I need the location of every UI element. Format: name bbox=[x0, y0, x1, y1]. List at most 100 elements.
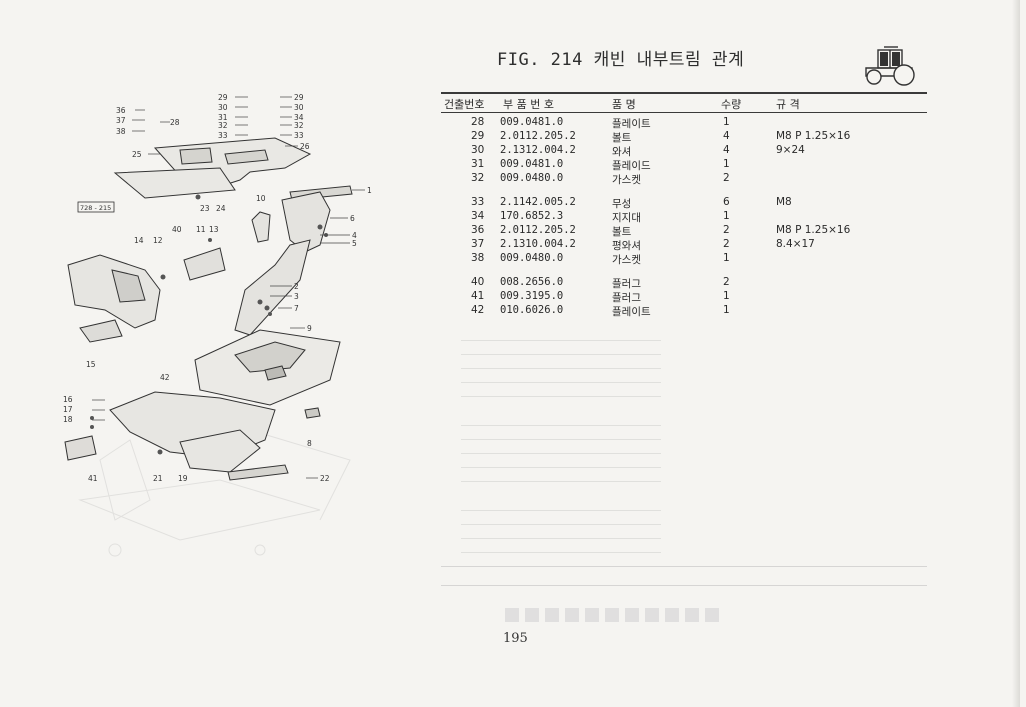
header-ref-no: 건출번호 bbox=[444, 98, 485, 111]
svg-text:11: 11 bbox=[196, 225, 206, 234]
svg-text:15: 15 bbox=[86, 360, 96, 369]
cell-part: 2.1310.004.2 bbox=[500, 238, 576, 250]
svg-text:32: 32 bbox=[294, 121, 304, 130]
cell-no: 28 bbox=[471, 116, 485, 128]
svg-text:19: 19 bbox=[178, 474, 188, 483]
cell-part: 2.0112.205.2 bbox=[500, 130, 576, 142]
cell-no: 29 bbox=[471, 130, 485, 142]
reverse-page-header-bleed bbox=[441, 566, 927, 586]
cell-name: 와셔 bbox=[612, 146, 632, 158]
diagram-ref-box: 728 - 215 bbox=[80, 204, 111, 212]
svg-text:5: 5 bbox=[352, 239, 357, 248]
tractor-icon bbox=[858, 44, 920, 88]
svg-text:21: 21 bbox=[153, 474, 163, 483]
cell-qty: 1 bbox=[723, 304, 730, 316]
table-row: 38 009.0480.0 가스켓 1 bbox=[441, 252, 927, 266]
cell-qty: 4 bbox=[723, 144, 730, 156]
svg-text:38: 38 bbox=[116, 127, 126, 136]
svg-text:29: 29 bbox=[294, 93, 304, 102]
cell-part: 010.6026.0 bbox=[500, 304, 564, 316]
svg-text:42: 42 bbox=[160, 373, 170, 382]
cell-name: 무성 bbox=[612, 198, 632, 210]
svg-text:6: 6 bbox=[350, 214, 355, 223]
reverse-page-bleed bbox=[441, 330, 927, 585]
svg-text:8: 8 bbox=[307, 439, 312, 448]
cell-qty: 1 bbox=[723, 158, 730, 170]
svg-text:26: 26 bbox=[300, 142, 310, 151]
cell-spec: M8 P 1.25×16 bbox=[776, 130, 851, 142]
svg-text:41: 41 bbox=[88, 474, 98, 483]
table-row: 30 2.1312.004.2 와셔 4 9×24 bbox=[441, 144, 927, 158]
cell-name: 볼트 bbox=[612, 132, 632, 144]
svg-text:10: 10 bbox=[256, 194, 266, 203]
svg-text:2: 2 bbox=[294, 282, 299, 291]
cell-name: 가스켓 bbox=[612, 254, 641, 266]
cell-qty: 1 bbox=[723, 252, 730, 264]
cell-qty: 1 bbox=[723, 290, 730, 302]
svg-text:23: 23 bbox=[200, 204, 210, 213]
svg-text:3: 3 bbox=[294, 292, 299, 301]
svg-text:7: 7 bbox=[294, 304, 299, 313]
cell-qty: 1 bbox=[723, 210, 730, 222]
cell-no: 37 bbox=[471, 238, 485, 250]
cell-name: 지지대 bbox=[612, 212, 641, 224]
figure-title: FIG. 214 캐빈 내부트림 관계 bbox=[497, 50, 745, 70]
cell-name: 평와셔 bbox=[612, 240, 641, 252]
cell-no: 40 bbox=[471, 276, 485, 288]
svg-text:33: 33 bbox=[294, 131, 304, 140]
cell-qty: 4 bbox=[723, 130, 730, 142]
cell-part: 009.0480.0 bbox=[500, 252, 564, 264]
cell-part: 2.0112.205.2 bbox=[500, 224, 576, 236]
cell-part: 009.0480.0 bbox=[500, 172, 564, 184]
cell-part: 2.1142.005.2 bbox=[500, 196, 576, 208]
svg-text:34: 34 bbox=[294, 113, 304, 122]
cell-part: 009.0481.0 bbox=[500, 158, 564, 170]
cell-part: 009.0481.0 bbox=[500, 116, 564, 128]
svg-text:40: 40 bbox=[172, 225, 182, 234]
header-quantity: 수량 bbox=[721, 98, 742, 111]
svg-text:30: 30 bbox=[218, 103, 228, 112]
cell-part: 008.2656.0 bbox=[500, 276, 564, 288]
svg-text:29: 29 bbox=[218, 93, 228, 102]
svg-text:30: 30 bbox=[294, 103, 304, 112]
cell-part: 2.1312.004.2 bbox=[500, 144, 576, 156]
svg-text:31: 31 bbox=[218, 113, 228, 122]
svg-text:22: 22 bbox=[320, 474, 330, 483]
cell-qty: 1 bbox=[723, 116, 730, 128]
table-header: 건출번호 부 품 번 호 품 명 수량 규 격 bbox=[441, 92, 927, 113]
svg-text:13: 13 bbox=[209, 225, 219, 234]
page-fold-shadow bbox=[1012, 0, 1020, 707]
cell-qty: 2 bbox=[723, 224, 730, 236]
table-row: 29 2.0112.205.2 볼트 4 M8 P 1.25×16 bbox=[441, 130, 927, 144]
svg-text:16: 16 bbox=[63, 395, 73, 404]
svg-text:9: 9 bbox=[307, 324, 312, 333]
cell-part: 009.3195.0 bbox=[500, 290, 564, 302]
svg-text:12: 12 bbox=[153, 236, 163, 245]
svg-text:36: 36 bbox=[116, 106, 126, 115]
cell-no: 30 bbox=[471, 144, 485, 156]
cell-no: 38 bbox=[471, 252, 485, 264]
svg-text:25: 25 bbox=[132, 150, 142, 159]
cell-name: 볼트 bbox=[612, 226, 632, 238]
svg-text:17: 17 bbox=[63, 405, 73, 414]
cell-name: 플레이트 bbox=[612, 306, 651, 318]
cell-name: 가스켓 bbox=[612, 174, 641, 186]
table-row: 28 009.0481.0 플레이트 1 bbox=[441, 116, 927, 130]
cell-no: 36 bbox=[471, 224, 485, 236]
cell-spec: 9×24 bbox=[776, 144, 805, 156]
cell-name: 플레이트 bbox=[612, 118, 651, 130]
header-part-number: 부 품 번 호 bbox=[503, 98, 554, 111]
svg-text:1: 1 bbox=[367, 186, 372, 195]
svg-text:24: 24 bbox=[216, 204, 226, 213]
cell-qty: 2 bbox=[723, 276, 730, 288]
